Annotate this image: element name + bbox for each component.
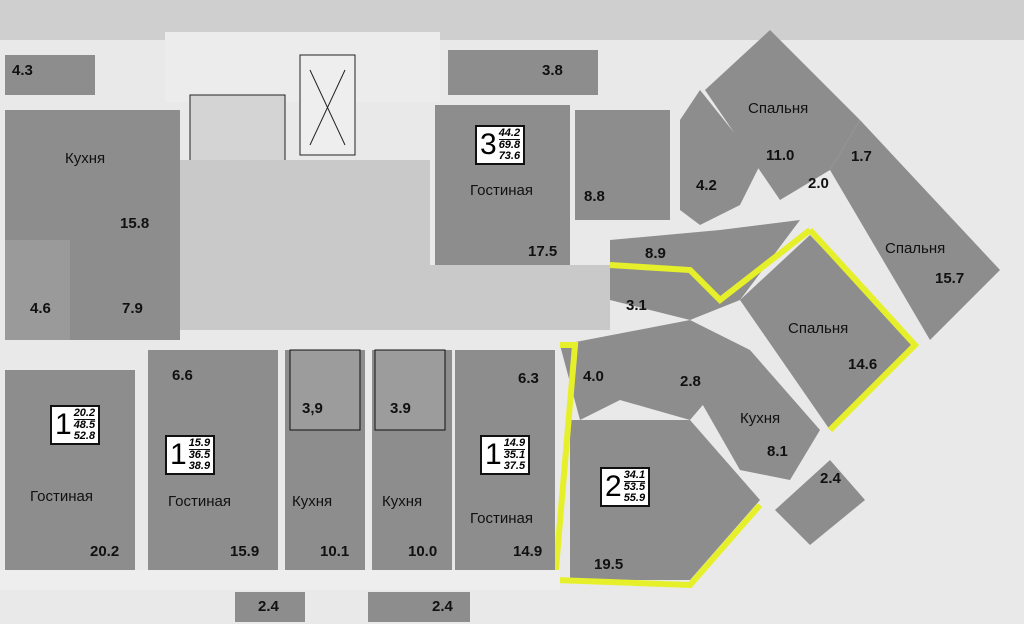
area-label: 4.6 bbox=[30, 300, 51, 317]
balcony-4-3 bbox=[5, 55, 95, 95]
area-label: 14.6 bbox=[848, 356, 878, 373]
area-label: 8.1 bbox=[767, 443, 788, 460]
area-label: 3,9 bbox=[302, 400, 323, 417]
area-label: 15.9 bbox=[230, 543, 260, 560]
corridor-east bbox=[430, 265, 610, 330]
highlight-outline bbox=[807, 227, 920, 433]
balcony-2-4-c bbox=[775, 460, 865, 545]
room-label: Кухня bbox=[292, 493, 333, 510]
balcony-3-8 bbox=[448, 50, 598, 95]
area-label: 4.0 bbox=[583, 368, 604, 385]
area-label: 2.4 bbox=[820, 470, 841, 487]
area-label: 7.9 bbox=[122, 300, 143, 317]
area-label: 15.7 bbox=[935, 270, 965, 287]
apt3-room-8-8 bbox=[575, 110, 670, 220]
room-label: Кухня bbox=[740, 410, 781, 427]
area-label: 3.1 bbox=[626, 297, 647, 314]
apt2-living bbox=[570, 420, 760, 580]
area-label: 8.8 bbox=[584, 188, 605, 205]
area-label: 4.2 bbox=[696, 177, 717, 194]
room-label: Кухня bbox=[382, 493, 423, 510]
area-label: 2.4 bbox=[432, 598, 453, 615]
bottom-wall bbox=[0, 570, 560, 590]
room-label: Гостиная bbox=[470, 182, 533, 199]
elevator bbox=[299, 54, 356, 156]
room-label: Гостиная bbox=[30, 488, 93, 505]
apt3-hall bbox=[610, 220, 800, 320]
corridor bbox=[180, 160, 430, 330]
area-label: 3.9 bbox=[390, 400, 411, 417]
room-label: Спальня bbox=[885, 240, 946, 257]
area-label: 6.3 bbox=[518, 370, 539, 387]
room-label: Кухня bbox=[65, 150, 106, 167]
bath-left bbox=[5, 240, 70, 340]
area-label: 1.7 bbox=[851, 148, 872, 165]
living-20-2 bbox=[5, 370, 135, 570]
area-label: 10.1 bbox=[320, 543, 350, 560]
bath-3-9-a bbox=[289, 349, 361, 431]
apt3-bath bbox=[680, 90, 760, 225]
area-label: 4.3 bbox=[12, 62, 33, 79]
bath-3-9-b bbox=[374, 349, 446, 431]
area-label: 2.4 bbox=[258, 598, 279, 615]
area-label: 15.8 bbox=[120, 215, 150, 232]
area-label: 2.8 bbox=[680, 373, 701, 390]
bedroom-14-6 bbox=[740, 235, 915, 430]
room-label: Спальня bbox=[788, 320, 849, 337]
area-label: 11.0 bbox=[766, 147, 795, 164]
balcony-2-4-b bbox=[368, 592, 470, 622]
area-label: 19.5 bbox=[594, 556, 624, 573]
area-label: 6.6 bbox=[172, 367, 193, 384]
area-label: 8.9 bbox=[645, 245, 666, 262]
balcony-2-4-a bbox=[235, 592, 305, 622]
area-label: 17.5 bbox=[528, 243, 558, 260]
bedroom-11-0 bbox=[705, 30, 860, 200]
room-label: Гостиная bbox=[470, 510, 533, 527]
bedroom-15-7 bbox=[830, 120, 1000, 340]
area-label: 14.9 bbox=[513, 543, 543, 560]
room-label: Гостиная bbox=[168, 493, 231, 510]
area-label: 10.0 bbox=[408, 543, 438, 560]
area-label: 20.2 bbox=[90, 543, 120, 560]
room-label: Спальня bbox=[748, 100, 809, 117]
kitchen-8-1 bbox=[700, 350, 820, 480]
area-label: 2.0 bbox=[808, 175, 829, 192]
apt2-hall bbox=[560, 320, 750, 420]
area-label: 3.8 bbox=[542, 62, 563, 79]
